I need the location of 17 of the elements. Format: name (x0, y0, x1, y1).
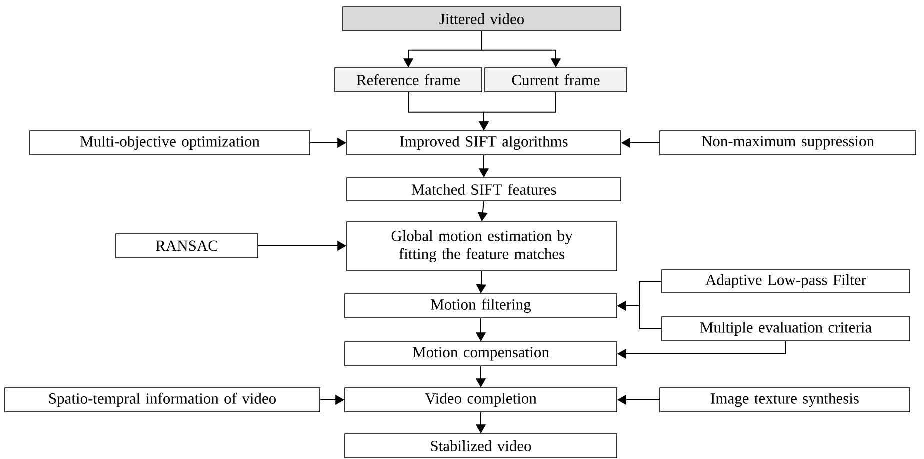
process-box: Video completion (344, 388, 618, 412)
input-box: Multi-objective optimization (30, 130, 310, 156)
process-box: Motion compensation (344, 342, 618, 366)
input-box: RANSAC (116, 234, 258, 258)
input-box: Adaptive Low-pass Filter (662, 270, 910, 294)
process-box: Global motion estimation by fitting the feature matches (346, 222, 618, 272)
input-box: Multiple evaluation criteria (662, 316, 910, 342)
process-box: Matched SIFT features (346, 178, 622, 202)
process-box: Improved SIFT algorithms (346, 130, 622, 156)
start-box: Current frame (484, 68, 628, 92)
process-box: Motion filtering (344, 294, 618, 318)
start-box: Reference frame (334, 68, 482, 92)
input-box: Spatio-tempral information of video (4, 388, 320, 412)
start-box: Jittered video (342, 6, 622, 32)
input-box: Image texture synthesis (660, 388, 910, 412)
process-box: Stabilized video (344, 434, 618, 458)
input-box: Non-maximum suppression (660, 130, 916, 156)
